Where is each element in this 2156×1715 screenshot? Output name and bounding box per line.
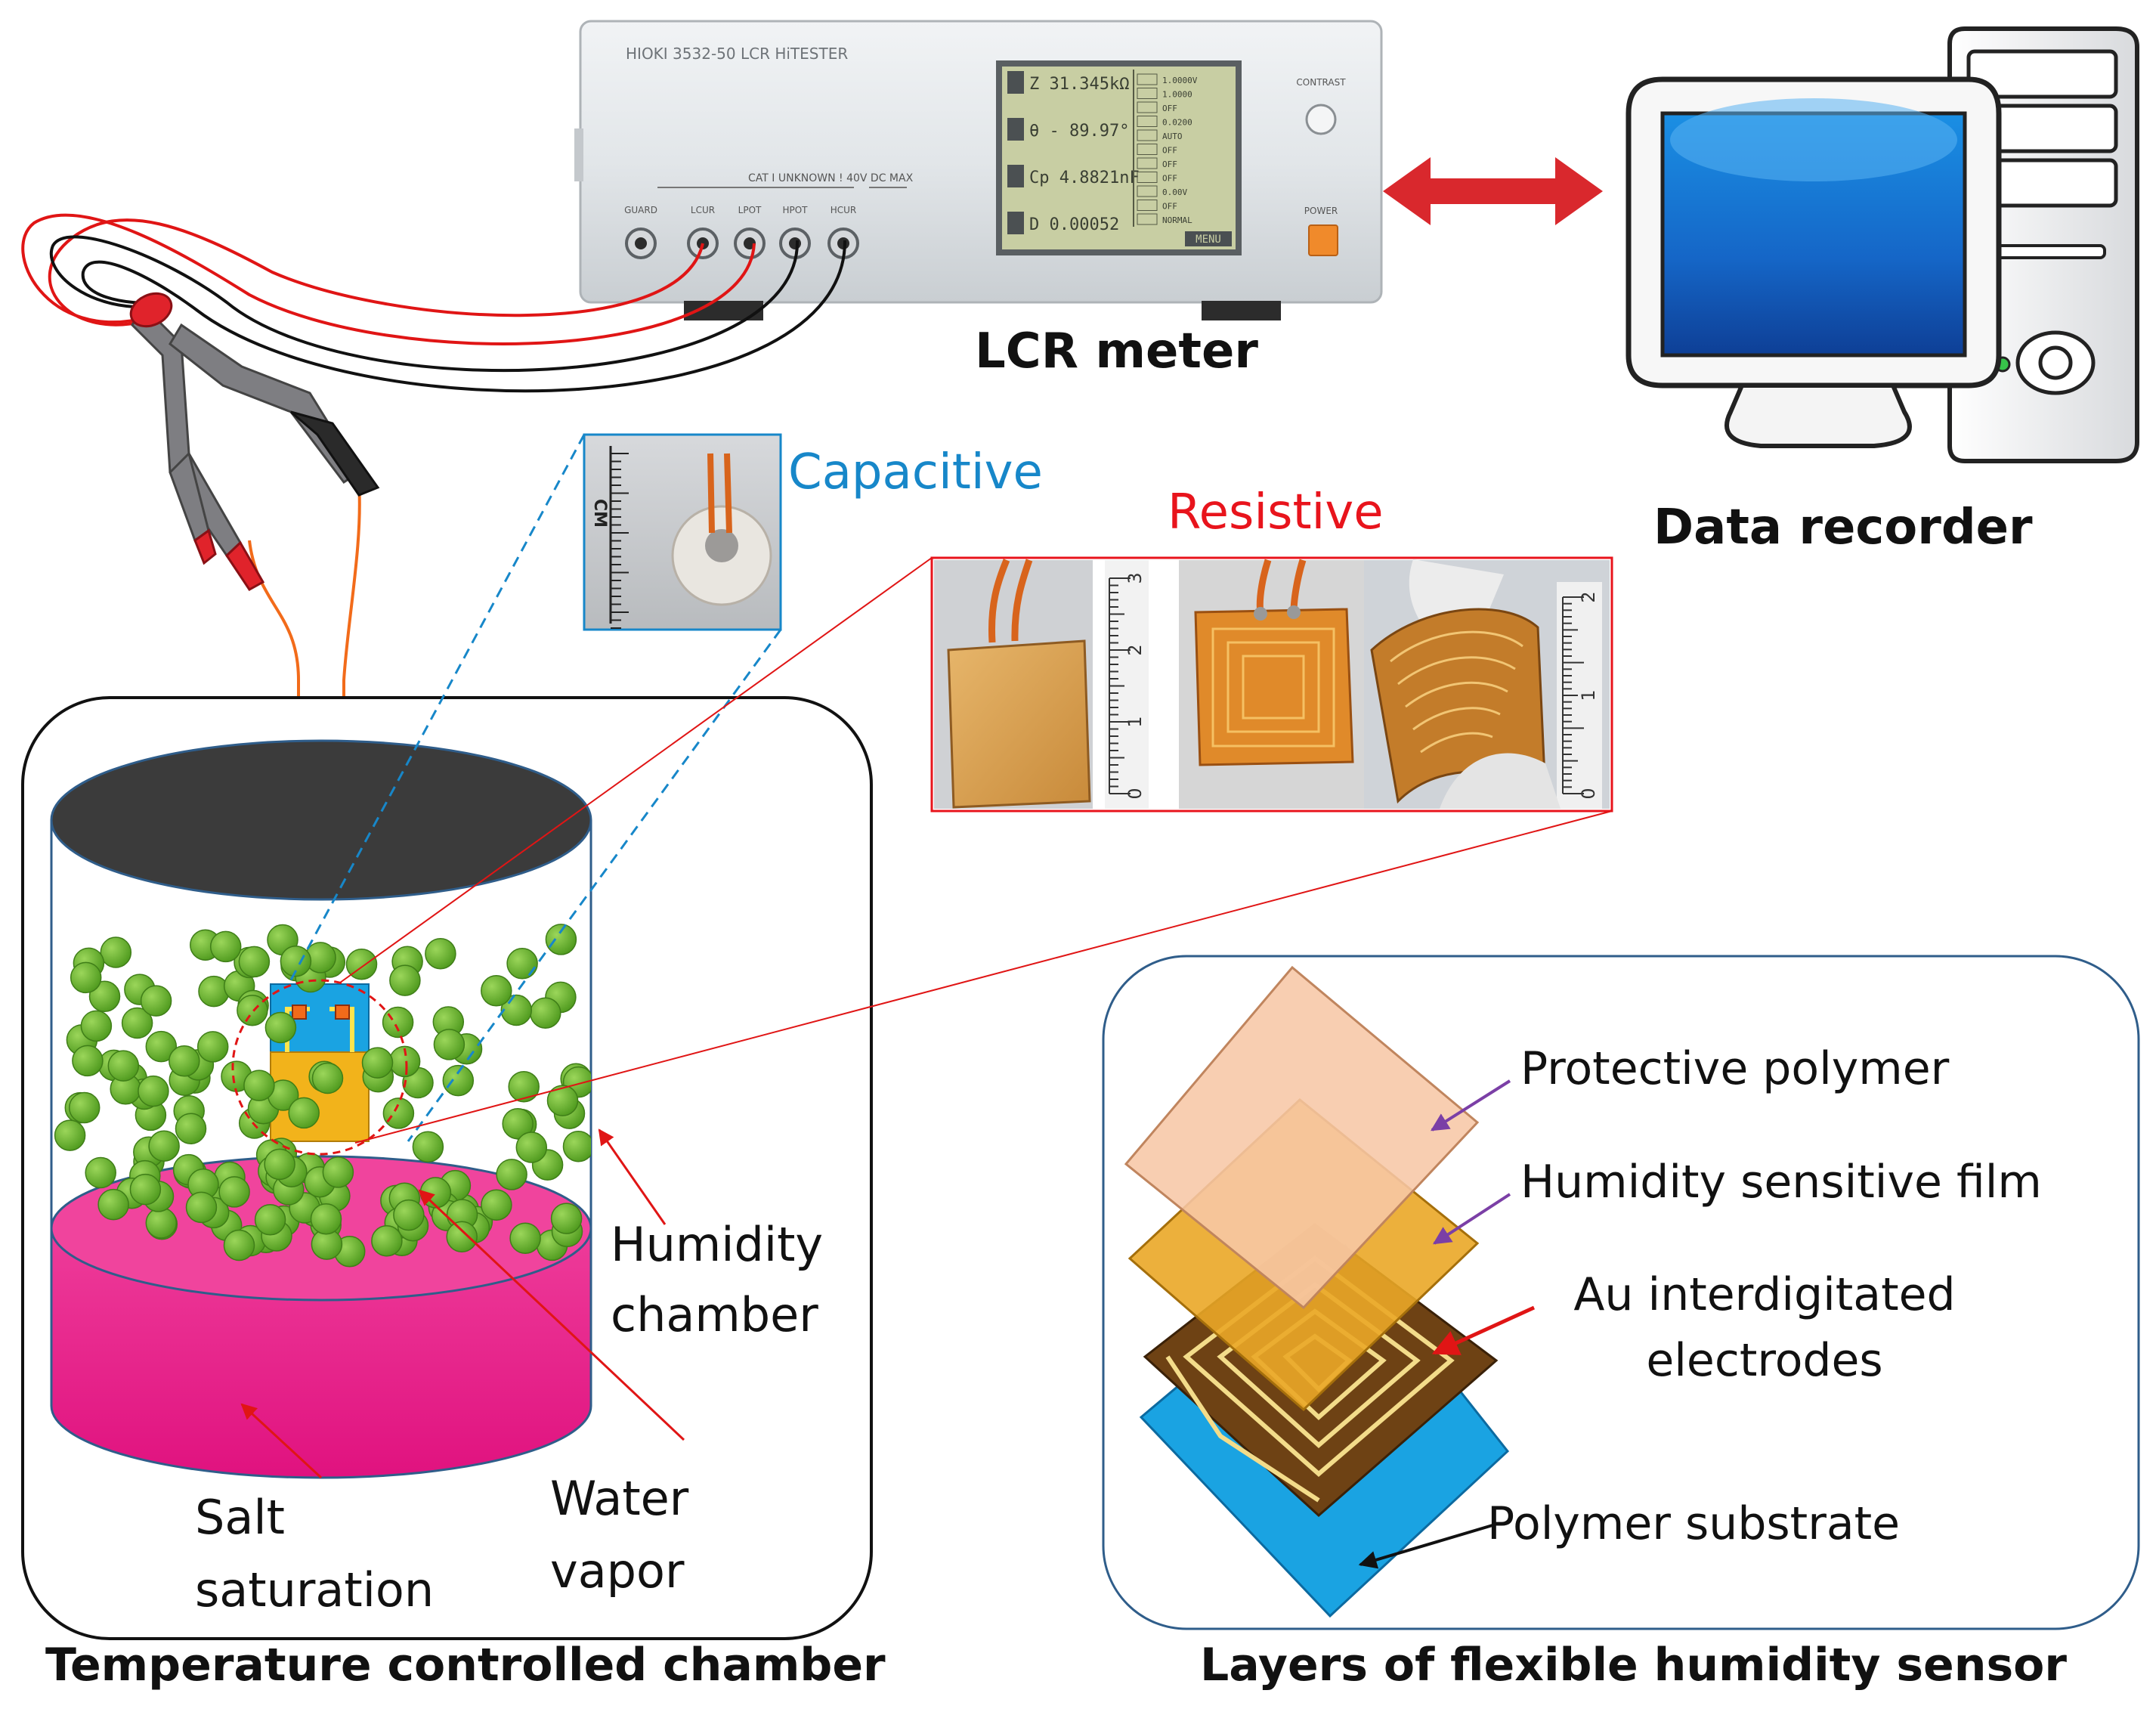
au-electrodes-line-2: electrodes (1646, 1334, 1883, 1387)
data-transfer-arrow (1383, 157, 1603, 225)
contrast-knob[interactable] (1305, 104, 1337, 135)
lcr-screen-readouts: Z 31.345kΩ θ - 89.97° Cp 4.8821nF D 0.00052 (1007, 71, 1140, 234)
lcr-side-value-8: 0.00V (1162, 187, 1187, 197)
polymer-substrate-label: Polymer substrate (1487, 1497, 1901, 1550)
resRuler2-number-1: 1 (1578, 689, 1599, 701)
water-vapor-line-1: Water (550, 1471, 689, 1526)
humidity-chamber-line-1: Humidity (611, 1217, 824, 1272)
lcr-side-value-4: AUTO (1162, 132, 1183, 141)
sensor-layers-panel (1102, 955, 2140, 1630)
salt-saturation-label: Salt saturation (195, 1481, 434, 1627)
power-button[interactable] (1308, 224, 1338, 256)
kelvin-clips (129, 292, 380, 591)
lcr-port-caption: CAT I UNKNOWN ! 40V DC MAX (748, 172, 914, 184)
water-vapor-particles (54, 924, 591, 1268)
layers-title: Layers of flexible humidity sensor (1200, 1639, 2067, 1692)
port-label-hpot: HPOT (782, 205, 808, 215)
capacitive-label: Capacitive (788, 444, 1043, 500)
resRuler1-number-1: 1 (1124, 716, 1146, 727)
humidity-sensitive-film-label: Humidity sensitive film (1520, 1156, 2042, 1209)
resRuler1-number-2: 2 (1124, 644, 1146, 655)
au-electrodes-label: Au interdigitated electrodes (1545, 1262, 1984, 1394)
port-label-guard: GUARD (624, 205, 657, 215)
lcr-side-value-6: OFF (1162, 159, 1177, 169)
lcr-side-value-0: 1.0000V (1162, 76, 1198, 85)
au-electrodes-line-1: Au interdigitated (1573, 1268, 1956, 1321)
lcr-menu-label: MENU (1196, 234, 1221, 246)
capacitive-ruler-unit: CM (590, 499, 609, 528)
lcr-power-label: POWER (1304, 206, 1338, 216)
lcr-readout-3: D 0.00052 (1029, 215, 1119, 234)
protective-polymer-label: Protective polymer (1520, 1042, 1950, 1095)
resRuler1-number-3: 3 (1124, 572, 1146, 584)
salt-saturation-line-2: saturation (195, 1562, 435, 1618)
humidity-chamber-label: Humidity chamber (611, 1209, 823, 1350)
lcr-side-value-7: OFF (1162, 174, 1177, 184)
lcr-side-value-2: OFF (1162, 104, 1177, 113)
chamber-title: Temperature controlled chamber (45, 1639, 886, 1692)
data-recorder-computer (1626, 26, 2139, 463)
lcr-brand-text: HIOKI 3532-50 LCR HiTESTER (626, 45, 848, 63)
lcr-contrast-label: CONTRAST (1296, 77, 1346, 88)
lcr-side-value-3: 0.0200 (1162, 118, 1192, 128)
zoom-guide-lines (287, 434, 1613, 1144)
salt-saturation-line-1: Salt (195, 1490, 285, 1545)
lcr-meter: HIOKI 3532-50 LCR HiTESTER Z 31.345kΩ θ -… (574, 20, 1383, 320)
lcr-side-value-1: 1.0000 (1162, 90, 1192, 100)
resRuler2-number-0: 0 (1578, 788, 1599, 799)
resistive-sensor-photo: 0 1 2 3 0 1 2 (930, 556, 1613, 813)
water-vapor-label: Water vapor (550, 1463, 688, 1608)
lcr-side-value-10: NORMAL (1162, 215, 1192, 225)
lcr-side-value-9: OFF (1162, 202, 1177, 212)
lcr-readout-0: Z 31.345kΩ (1029, 75, 1129, 94)
lcr-readout-1: θ - 89.97° (1029, 122, 1129, 141)
lcr-readout-2: Cp 4.8821nF (1029, 169, 1140, 187)
port-label-lpot: LPOT (738, 205, 762, 215)
capacitive-sensor-photo: CM (583, 433, 782, 631)
data-recorder-title: Data recorder (1653, 500, 2033, 556)
port-label-lcur: LCUR (691, 205, 715, 215)
humidity-chamber-line-2: chamber (611, 1287, 818, 1342)
water-vapor-line-2: vapor (550, 1543, 685, 1599)
resRuler1-number-0: 0 (1124, 788, 1146, 799)
lcr-side-value-5: OFF (1162, 146, 1177, 156)
lcr-meter-title: LCR meter (975, 323, 1258, 379)
port-label-hcur: HCUR (831, 205, 857, 215)
temperature-chamber (21, 696, 873, 1640)
resRuler2-number-2: 2 (1578, 591, 1599, 602)
resistive-label: Resistive (1168, 484, 1384, 540)
